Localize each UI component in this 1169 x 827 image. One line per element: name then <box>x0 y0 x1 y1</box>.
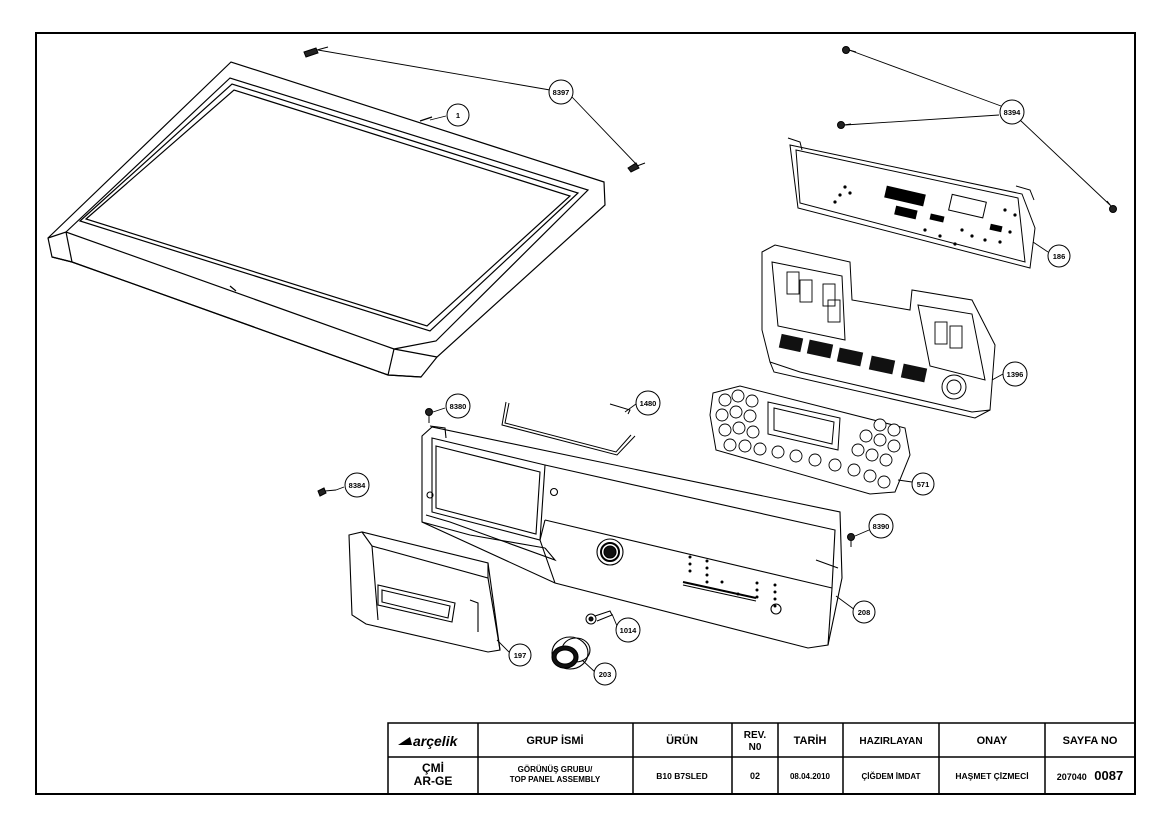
header-rev-line1: REV. <box>744 730 767 741</box>
svg-text:186: 186 <box>1053 252 1066 261</box>
callout-8384: 8384 <box>344 472 370 498</box>
approval-value: HAŞMET ÇİZMECİ <box>955 771 1028 781</box>
drawing-frame <box>35 32 1136 795</box>
header-product: ÜRÜN <box>666 734 698 747</box>
svg-text:8394: 8394 <box>1004 108 1022 117</box>
arcelik-logo: arçelik <box>398 733 459 749</box>
drawer-handle-part <box>348 531 501 653</box>
screw-8397-left <box>303 46 329 58</box>
callout-186: 186 <box>1047 244 1071 268</box>
svg-text:571: 571 <box>917 480 930 489</box>
callout-8390: 8390 <box>868 513 894 539</box>
dept-line1: ÇMİ <box>422 760 444 775</box>
callout-1480: 1480 <box>635 390 661 416</box>
svg-text:1014: 1014 <box>620 626 638 635</box>
svg-text:197: 197 <box>514 651 527 660</box>
screw-8384 <box>317 487 337 497</box>
leader-lines <box>317 49 1111 673</box>
pcb-board-part <box>787 137 1036 269</box>
program-knob-part <box>551 636 591 670</box>
group-name-line2: TOP PANEL ASSEMBLY <box>510 775 601 784</box>
header-rev-line2: N0 <box>749 742 762 753</box>
dept-line2: AR-GE <box>414 774 453 788</box>
callout-8397: 8397 <box>548 79 574 105</box>
screw-parts <box>303 46 1117 547</box>
callout-1: 1 <box>446 103 470 127</box>
screw-8390 <box>847 533 855 547</box>
page-number: 207040 0087 <box>1057 767 1123 784</box>
svg-text:203: 203 <box>599 670 612 679</box>
screw-8394-bottom <box>1106 200 1117 213</box>
key-carrier-part <box>709 385 911 495</box>
callout-197: 197 <box>508 643 532 667</box>
pcb-housing-part <box>761 244 996 419</box>
svg-text:1: 1 <box>456 111 460 120</box>
svg-text:1480: 1480 <box>640 399 657 408</box>
header-page: SAYFA NO <box>1063 735 1118 747</box>
callout-203: 203 <box>593 662 617 686</box>
header-date: TARİH <box>794 734 827 747</box>
callout-208: 208 <box>852 600 876 624</box>
callout-1396: 1396 <box>1002 361 1028 387</box>
svg-text:8380: 8380 <box>450 402 467 411</box>
header-prepared: HAZIRLAYAN <box>859 736 922 747</box>
prepared-value: ÇİĞDEM İMDAT <box>862 772 921 781</box>
svg-text:8384: 8384 <box>349 481 367 490</box>
callouts: 1 8397 8394 186 1396 571 1480 8380 <box>344 79 1071 686</box>
callout-1014: 1014 <box>615 617 641 643</box>
title-block: arçelik GRUP İSMİ ÜRÜN REV. N0 TARİH HAZ… <box>387 722 1136 795</box>
product-value: B10 B7SLED <box>656 771 708 781</box>
callout-571: 571 <box>911 472 935 496</box>
rev-value: 02 <box>750 771 760 781</box>
callout-8394: 8394 <box>999 99 1025 125</box>
button-pin-part <box>585 610 613 625</box>
top-lid-part <box>47 61 606 378</box>
light-guide-part <box>501 401 636 456</box>
header-group: GRUP İSMİ <box>526 734 583 747</box>
svg-text:8397: 8397 <box>553 88 570 97</box>
svg-text:8390: 8390 <box>873 522 890 531</box>
svg-text:arçelik: arçelik <box>413 733 459 749</box>
date-value: 08.04.2010 <box>790 772 831 781</box>
svg-text:208: 208 <box>858 608 871 617</box>
callout-8380: 8380 <box>445 393 471 419</box>
svg-text:1396: 1396 <box>1007 370 1024 379</box>
screw-8397-right <box>627 162 646 173</box>
control-panel-part <box>421 425 843 649</box>
header-approval: ONAY <box>977 735 1008 747</box>
group-name-line1: GÖRÜNÜŞ GRUBU/ <box>518 765 593 774</box>
logo-mark-icon <box>398 737 412 745</box>
screw-8380 <box>425 408 433 423</box>
